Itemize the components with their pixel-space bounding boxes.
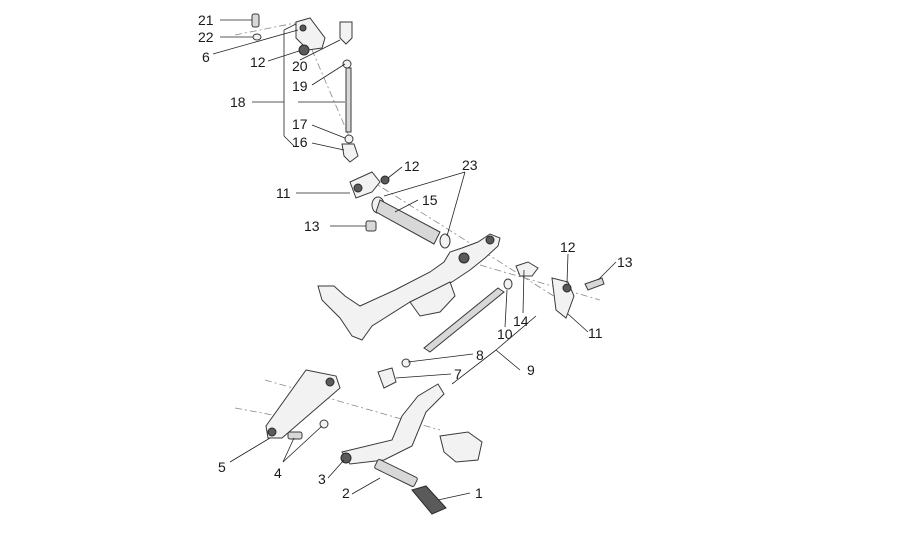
nut-12-top [298,44,310,56]
callout-5: 5 [218,459,226,475]
callout-13-left: 13 [304,218,320,234]
callout-11-right: 11 [588,325,603,341]
screw-21 [251,13,260,28]
callout-14: 14 [513,313,529,329]
leader-lines [212,19,617,501]
middle-assembly [349,171,451,249]
callout-22: 22 [198,29,214,45]
joint-14 [515,261,539,277]
nut-12-right [562,283,572,293]
bushing-15 [375,199,441,245]
callout-23: 23 [462,157,478,173]
callout-9: 9 [527,362,535,378]
callout-12-top: 12 [250,54,266,70]
callout-17: 17 [292,116,308,132]
bolt-13-right [584,277,605,291]
bolt-4a [287,431,303,440]
callout-3: 3 [318,471,326,487]
callout-labels: 21 22 6 12 20 19 18 17 16 12 23 11 15 13… [198,12,633,501]
callout-7: 7 [454,366,462,382]
nut-small [401,358,411,368]
lever-11-right [551,277,575,319]
callout-18: 18 [230,94,246,110]
rubber-1 [411,485,447,515]
joint-7 [377,367,397,389]
upper-linkage [251,13,359,163]
callout-12-mid: 12 [404,158,420,174]
washer-22 [252,33,262,41]
right-linkage [377,261,605,389]
callout-1: 1 [475,485,483,501]
callout-15: 15 [422,192,438,208]
callout-8: 8 [476,347,484,363]
callout-11-left: 11 [276,185,291,201]
pin-2 [374,459,418,487]
callout-13-right: 13 [617,254,633,270]
bolt-13-left [365,220,377,232]
nut-17 [344,134,354,144]
callout-6: 6 [202,49,210,65]
shaft-8 [423,287,505,353]
hub [439,431,483,463]
nut-19 [342,59,352,69]
callout-2: 2 [342,485,350,501]
callout-20: 20 [292,58,308,74]
lever-6 [295,17,326,51]
pedal-lever-3 [341,383,445,465]
callout-4: 4 [274,465,282,481]
callout-21: 21 [198,12,214,28]
callout-19: 19 [292,78,308,94]
callout-12-right: 12 [560,239,576,255]
washer-23-lower [439,233,451,249]
main-bracket [317,233,501,341]
joint-20 [339,21,353,45]
lever-11-left [349,171,381,199]
pedal-assembly [265,369,483,515]
washer-10 [503,278,513,290]
callout-10: 10 [497,326,513,342]
joint-16 [341,143,359,163]
plate-5 [265,369,341,439]
threaded-rod [345,67,352,133]
nut-12-mid [380,175,390,185]
callout-16: 16 [292,134,308,150]
